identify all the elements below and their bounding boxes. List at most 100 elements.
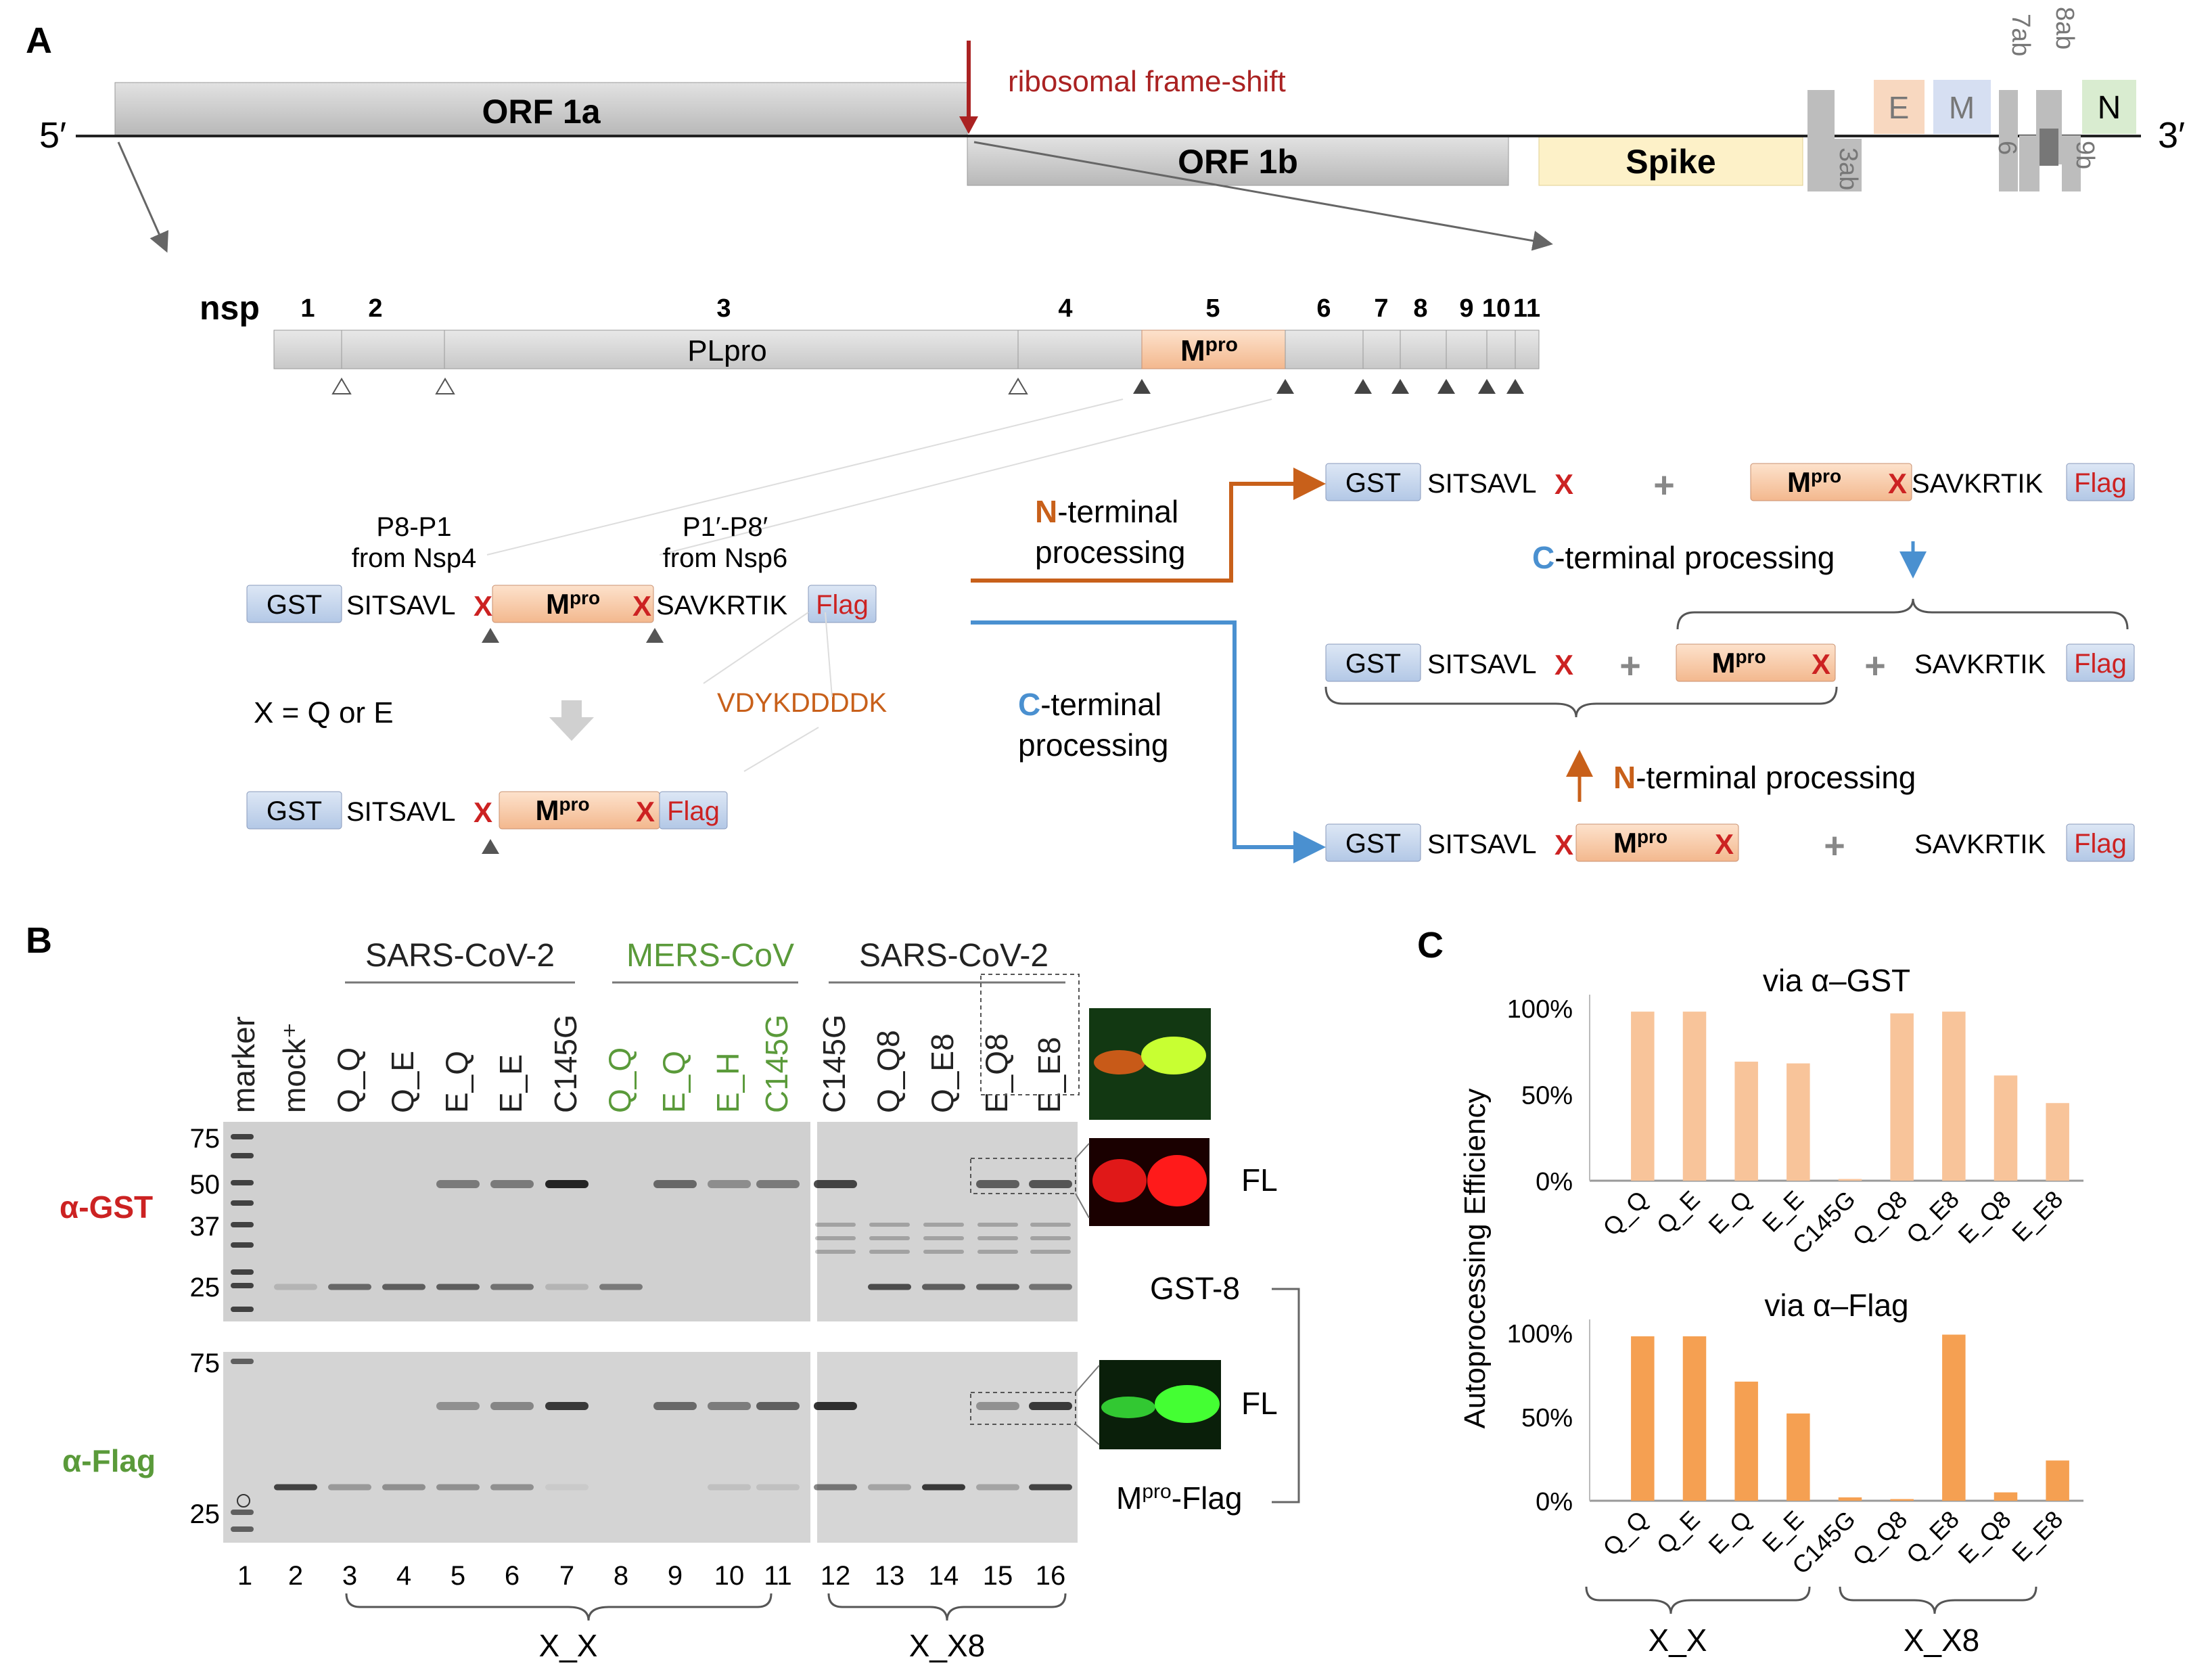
inset-red-band-2 [1147,1155,1207,1206]
lane-number-6: 6 [505,1561,520,1591]
brace-xx8-chart [1839,1586,2037,1614]
gst-25-band-8 [599,1284,643,1290]
flag-25-band-6 [490,1484,534,1491]
lane-number-1: 1 [237,1561,252,1591]
chart-xx-label: X_X [1649,1623,1707,1658]
flag-fl-band-10 [708,1402,751,1410]
gene-3ab-box-2 [1835,139,1862,191]
zoom-arrow-left [117,141,168,253]
mpro-label: Mpro [546,587,600,620]
gene-m-box [1933,80,1991,134]
chart-1-xtick-Q_E: Q_E [1651,1505,1705,1560]
group-label-2: MERS-CoV [626,938,794,974]
plus-sign: + [1653,465,1675,505]
flag-fl-band-5 [436,1402,480,1410]
flag-25-band-14 [922,1484,965,1491]
zoom-line-2 [659,399,1272,556]
chart-0-bar-Q_E8 [1942,1012,1966,1181]
chart-0-ytick-0: 0% [1536,1168,1573,1196]
x-mark: X [636,796,655,828]
gst-label: GST [1345,829,1401,859]
flag-label: Flag [2074,829,2127,859]
chart-1-xtick-Q_Q: Q_Q [1597,1505,1653,1562]
nsp9-box [1446,330,1488,369]
lane-label-8: Q_Q [602,1047,637,1113]
mpro-label: Mpro [1787,466,1841,498]
chart-1-xtick-E_Q: E_Q [1703,1505,1757,1560]
nsp4-box [1017,330,1143,369]
ladder-band-top-7 [231,1283,254,1288]
lane-label-15: E_Q8 [979,1033,1014,1113]
gene-8ab-overlap [2040,129,2058,166]
lane-number-8: 8 [614,1561,628,1591]
chart-1-xtick-E_Q8: E_Q8 [1953,1505,2017,1569]
chart-1-bar-Q_E8 [1942,1334,1966,1501]
lane-number-12: 12 [821,1561,851,1591]
nsp5-mpro-label: Mpro [1180,334,1238,367]
mw-top-37: 37 [190,1212,221,1242]
gene-6-label: 6 [1993,141,2021,155]
construct2-site [482,839,499,854]
gene-e-label: E [1889,90,1910,125]
lane-label-13: Q_Q8 [871,1030,906,1113]
ladder-band-bottom-2 [231,1526,254,1532]
plus-sign: + [1619,646,1641,686]
gst-fl-band-10 [708,1180,751,1188]
gene-7ab-label: 7ab [2006,14,2035,56]
c-terminal-label-1: C-terminal [1018,687,1161,722]
blot-xx-label: X_X [539,1628,598,1663]
ladder-band-top-4 [231,1222,254,1227]
chart-1-ytick-2: 100% [1507,1320,1573,1349]
gene-9b-label: 9b [2071,141,2099,169]
flag-label: Flag [816,590,869,620]
ladder-band-bottom-1 [231,1510,254,1515]
gst-25-band-7 [545,1284,589,1290]
x-mark: X [1554,829,1573,861]
mpro-box [1575,823,1739,862]
flag-25-band-4 [382,1484,425,1491]
blot-xx8-label: X_X8 [909,1628,986,1663]
lane-number-5: 5 [451,1561,465,1591]
chart-1-bar-E_E [1787,1413,1810,1501]
nsp-number-5: 5 [1205,294,1220,323]
alpha-flag-label: α-Flag [62,1443,156,1478]
flag-25-band-12 [814,1484,857,1491]
x-mark: X [1888,468,1907,499]
gel-flag-right [817,1352,1078,1543]
plpro-label: PLpro [687,334,766,367]
chart-0-bar-Q_Q [1631,1012,1655,1181]
nsp3-box [444,330,1019,369]
ladder-band-top-2 [231,1180,254,1185]
flag-fl-band-16 [1029,1402,1072,1410]
chart-ylabel: Autoprocessing Efficiency [1458,1088,1492,1428]
lane-number-13: 13 [875,1561,905,1591]
chart-0-xtick-Q_E8: Q_E8 [1901,1185,1964,1249]
nsp-label: nsp [200,289,260,327]
chart-1-bar-E_Q [1734,1381,1758,1501]
chart-0-xtick-Q_E: Q_E [1651,1185,1705,1240]
n-terminal-label-2: processing [1035,535,1185,570]
mw-bottom-75: 75 [190,1349,221,1378]
x-mark: X [632,590,651,622]
inset-line-2 [1075,1193,1090,1219]
construct-site-right [646,628,664,643]
brace-xx-chart [1585,1586,1811,1614]
mw-top-50: 50 [190,1170,221,1200]
lane-number-15: 15 [983,1561,1013,1591]
inset-line-3 [1075,1365,1100,1393]
gst-fl-band-7 [545,1180,589,1188]
gene-3ab-box [1807,90,1835,191]
flag-zoom-line-3 [743,727,819,772]
lane-label-7: C145G [548,1014,583,1113]
lane-label-10: E_H [710,1053,745,1113]
nsp-number-8: 8 [1413,294,1427,323]
orf1b-label: ORF 1b [1178,143,1298,181]
gst-25-band-6 [490,1284,534,1290]
gst-box [246,585,342,623]
ladder-band-top-5 [231,1242,254,1248]
flag-box [2066,823,2135,862]
gst-25-band-3 [328,1284,371,1290]
